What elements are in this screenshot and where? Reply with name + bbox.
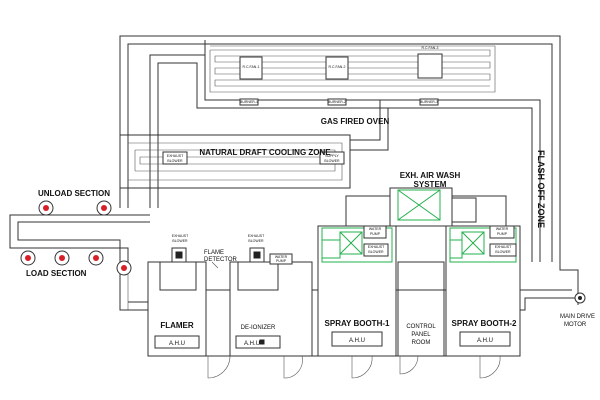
booth2-exhaust-line1: EXHAUST [495, 245, 512, 249]
booth1-water-pump-line2: PUMP [370, 232, 381, 236]
rc-fan-2 [325, 56, 349, 80]
hangers [20, 200, 132, 276]
burner-2-label: BURNER-2 [328, 100, 346, 104]
exh-air-wash-system [345, 187, 507, 227]
booth2-water-pump-line2: PUMP [497, 232, 508, 236]
rc-fan-1 [239, 56, 263, 80]
exh-air-wash-label-2: SYSTEM [414, 180, 447, 189]
booth2-exhaust-line2: BLOWER [495, 250, 511, 254]
flame-detector-label-2: DETECTOR [204, 257, 238, 263]
spray-booth-1-ahu-label: A.H.U [349, 338, 365, 344]
burner-2 [327, 98, 347, 106]
deionizer-ahu-label: A.H.U [244, 341, 260, 347]
hanger [88, 250, 104, 266]
main-drive-motor [574, 292, 586, 304]
main-drive-label-1: MAIN DRIVE [560, 314, 595, 320]
load-section-label: LOAD SECTION [26, 269, 87, 278]
booth2-water-pump-line1: WATER [496, 227, 509, 231]
spray-booth-1-label: SPRAY BOOTH-1 [325, 319, 390, 328]
booth1-exhaust-line2: BLOWER [368, 250, 384, 254]
control-panel-label-3: ROOM [412, 340, 431, 346]
burner-3-label: BURNER-3 [420, 100, 438, 104]
deionizer-label: DE-IONIZER [241, 325, 276, 331]
oven-equipment: R.C.FAN-1 R.C.FAN-2 R.C.FAN-3 BURNER-1 B… [239, 46, 443, 106]
spray-booth-2-ahu-label: A.H.U [477, 338, 493, 344]
rc-fan-2-label: R.C.FAN-2 [329, 65, 346, 69]
deionizer-ahu [235, 335, 281, 349]
cooling-supply-line2: BLOWER [324, 159, 340, 163]
flamer-ahu-label: A.H.U [169, 341, 185, 347]
flamer-label: FLAMER [160, 321, 194, 330]
flash-off-zone-label: FLASH OFF ZONE [536, 150, 546, 228]
burner-1 [239, 98, 259, 106]
flamer-exhaust-line1: EXHAUST [172, 234, 189, 238]
natural-draft-cooling-zone-label: NATURAL DRAFT COOLING ZONE [199, 148, 331, 157]
cooling-zone-equipment: EXHAUST BLOWER SUPPLY BLOWER [162, 151, 345, 165]
gas-fired-oven-label: GAS FIRED OVEN [321, 117, 390, 126]
hanger [116, 260, 132, 276]
spray-booth-2-ahu [459, 331, 511, 347]
rc-fan-1-label: R.C.FAN-1 [243, 65, 260, 69]
cooling-supply-line1: SUPPLY [325, 154, 339, 158]
flamer-exhaust-line2: BLOWER [172, 239, 188, 243]
deionizer-exhaust-line2: BLOWER [248, 239, 264, 243]
booth1-water-pump-line1: WATER [369, 227, 382, 231]
control-panel-label-2: PANEL [411, 332, 431, 338]
air-wash-green-unit [397, 189, 441, 221]
unload-section-label: UNLOAD SECTION [38, 189, 110, 198]
rc-fan-3-label: R.C.FAN-3 [422, 46, 439, 50]
spray-booth-1-ahu [331, 331, 383, 347]
burner-1-label: BURNER-1 [240, 100, 258, 104]
cooling-supply-blower [319, 151, 345, 165]
flamer-ahu [154, 335, 200, 349]
booth1-exhaust-line1: EXHAUST [368, 245, 385, 249]
flame-detector-label-1: FLAME [204, 250, 224, 256]
hanger [38, 200, 54, 216]
cooling-exhaust-line1: EXHAUST [167, 154, 184, 158]
burner-3 [419, 98, 439, 106]
control-panel-room [397, 289, 445, 357]
rc-fan-3 [417, 53, 443, 79]
hanger [20, 250, 36, 266]
hanger [96, 200, 112, 216]
spray-booth-2-label: SPRAY BOOTH-2 [452, 319, 517, 328]
control-panel-label-1: CONTROL [406, 324, 436, 330]
process-rooms: EXHAUST BLOWER EXHAUST BLOWER WATER PUMP… [147, 225, 521, 379]
deionizer-exhaust-line1: EXHAUST [248, 234, 265, 238]
hanger [54, 250, 70, 266]
cooling-exhaust-blower [162, 151, 188, 165]
exh-air-wash-label-1: EXH. AIR WASH [400, 171, 461, 180]
deionizer-water-pump-line1: WATER [275, 255, 288, 259]
main-drive-label-2: MOTOR [564, 322, 587, 328]
deionizer-water-pump-line2: PUMP [276, 259, 287, 263]
cooling-exhaust-line2: BLOWER [167, 159, 183, 163]
